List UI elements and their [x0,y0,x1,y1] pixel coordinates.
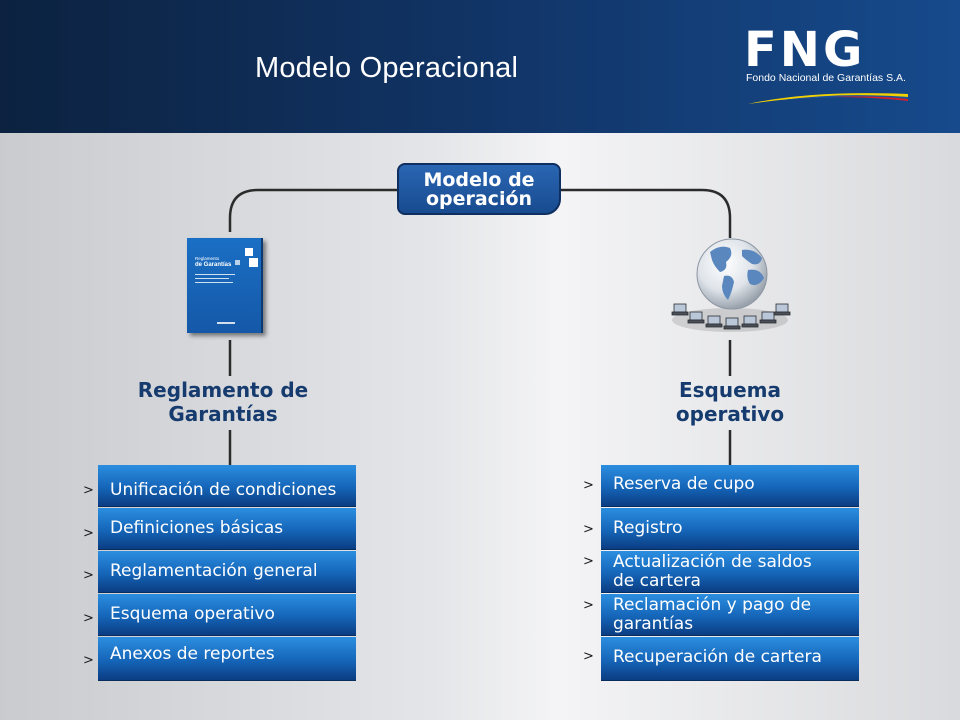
list-item: Anexos de reportes [98,637,356,681]
list-bullet: > [583,554,594,569]
page-title: Modelo Operacional [255,52,519,84]
list-item-label: Reclamación y pago de garantías [613,594,812,634]
list-bullet: > [83,611,94,626]
list-bullet: > [583,478,594,493]
list-item-label: Definiciones básicas [110,518,284,538]
list-item: Definiciones básicas [98,508,356,550]
list-item: Reserva de cupo [601,465,859,507]
right-connector-curve [561,188,732,238]
list-bullet: > [83,483,94,498]
left-branch-heading: Reglamento de Garantías [128,378,318,426]
document-title-big: de Garantías [195,262,232,268]
left-connector-curve [228,188,397,232]
list-item-label: Reserva de cupo [613,474,755,494]
list-item-label: Recuperación de cartera [613,647,822,667]
list-item: Reglamentación general [98,551,356,593]
left-heading-line1: Reglamento de [137,378,309,402]
document-square-1 [245,248,253,256]
list-item: Unificación de condiciones [98,465,356,507]
list-item: Recuperación de cartera [601,637,859,681]
list-item: Esquema operativo [98,594,356,636]
list-bullet: > [583,649,594,664]
logo-subtitle: Fondo Nacional de Garantías S.A. [746,72,906,84]
document-text-line [195,282,233,283]
list-item-label: Anexos de reportes [110,644,275,664]
laptop-icons [671,303,791,330]
list-bullet: > [83,653,94,668]
list-item-label: Registro [613,518,683,538]
list-item: Actualización de saldos de cartera [601,551,859,593]
list-item-label: Unificación de condiciones [110,480,337,500]
globe-network-icon [668,236,792,336]
center-node: Modelo de operación [397,163,561,215]
list-item-label: Actualización de saldos de cartera [613,551,812,591]
right-heading-line2: operativo [675,402,785,426]
list-bullet: > [583,522,594,537]
list-bullet: > [83,568,94,583]
document-icon: Reglamento de Garantías [187,238,263,333]
header-bar: Modelo Operacional FNG Fondo Nacional de… [0,0,960,133]
document-title-small: Reglamento [195,256,220,261]
center-node-line1: Modelo de [423,169,535,191]
document-square-2 [249,258,258,267]
document-footer-line [217,322,235,324]
document-text-line [195,274,235,275]
document-square-3 [235,260,240,265]
list-item: Reclamación y pago de garantías [601,594,859,636]
list-bullet: > [583,598,594,613]
right-branch-heading: Esquema operativo [650,378,810,426]
list-item-label: Esquema operativo [110,604,275,624]
list-item: Registro [601,508,859,550]
fng-logo: FNG Fondo Nacional de Garantías S.A. [742,22,922,108]
list-item-label: Reglamentación general [110,561,318,581]
right-heading-line1: Esquema [678,378,782,402]
document-text-line [195,278,229,279]
logo-text: FNG [744,22,866,78]
list-bullet: > [83,526,94,541]
logo-swoosh-icon [748,93,908,104]
center-node-line2: operación [425,188,533,210]
left-heading-line2: Garantías [168,402,278,426]
